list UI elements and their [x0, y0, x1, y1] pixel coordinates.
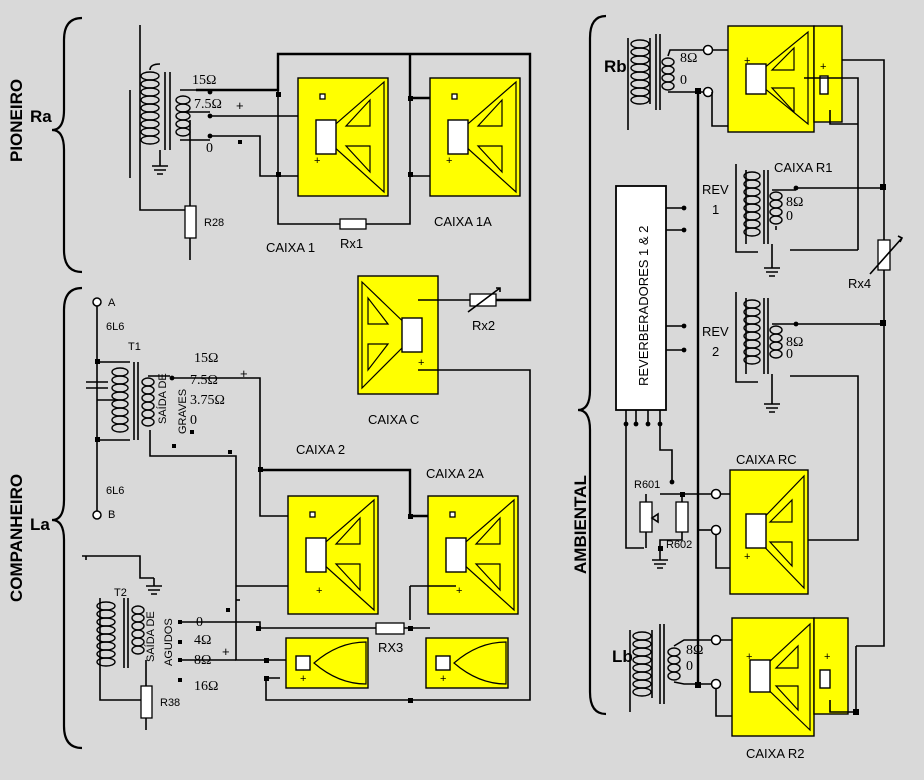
label-pioneiro: PIONEIRO: [7, 79, 26, 162]
plus-caixar1-tw: +: [820, 61, 826, 73]
label-reverb-box: REVERBERADORES 1 & 2: [636, 226, 651, 386]
tweeter-caixa2a: [425, 637, 509, 689]
label-rev2-n: 2: [712, 344, 719, 359]
tap-rev1-0: 0: [786, 209, 793, 224]
tap-t2-4: 4Ω: [194, 633, 211, 648]
transformer-rev1: [735, 164, 796, 277]
label-companheiro: COMPANHEIRO: [7, 474, 26, 602]
label-r602: R602: [666, 539, 692, 551]
plus-caixa1a: +: [446, 155, 452, 167]
label-a: A: [108, 297, 116, 309]
tap-rev2-0: 0: [786, 347, 793, 362]
label-caixac: CAIXA C: [368, 412, 419, 427]
label-tube-bottom: 6L6: [106, 485, 124, 497]
tap-rb-8: 8Ω: [680, 51, 697, 66]
speaker-caixar2: [731, 617, 849, 737]
label-r28: R28: [204, 217, 224, 229]
plus-ra: +: [236, 98, 244, 113]
resistor-rx4: [877, 239, 891, 271]
label-caixa2a: CAIXA 2A: [426, 466, 484, 481]
label-saida-agudos2: AGUDOS: [163, 618, 175, 666]
label-t2: T2: [114, 587, 127, 599]
label-rx2: Rx2: [472, 318, 495, 333]
label-lb: Lb: [612, 647, 633, 666]
plus-caixar2-tw: +: [824, 651, 830, 663]
label-caixa1a: CAIXA 1A: [434, 214, 492, 229]
tap-ra-0: 0: [206, 141, 213, 156]
label-rx3: RX3: [378, 640, 403, 655]
transformer-t1: [86, 297, 230, 520]
reverb-box: [615, 185, 667, 411]
transformer-t2: [82, 555, 162, 730]
plus-t2: +: [222, 644, 230, 659]
plus-caixar1: +: [744, 55, 750, 67]
brace-ambiental: [577, 14, 607, 716]
resistor-r601: [639, 501, 653, 533]
tap-lb-8: 8Ω: [686, 643, 703, 658]
label-saida-graves2: GRAVES: [177, 389, 189, 434]
tap-t1-15: 15Ω: [194, 351, 218, 366]
label-rev2: REV: [702, 324, 729, 339]
plus-caixac: +: [418, 357, 424, 369]
label-rev1-n: 1: [712, 202, 719, 217]
speaker-caixa1a: [429, 77, 521, 197]
plus-tweeter2: +: [300, 673, 306, 685]
label-saida-agudos: SAÍDA DE: [144, 611, 157, 662]
plus-caixa2: +: [316, 585, 322, 597]
speaker-caixac: [357, 275, 439, 395]
plus-caixa1: +: [314, 155, 320, 167]
tap-lb-0: 0: [686, 659, 693, 674]
label-caixarc: CAIXA RC: [736, 452, 797, 467]
label-r38: R38: [160, 697, 180, 709]
tap-t1-375: 3.75Ω: [190, 393, 225, 408]
transformer-ra: [129, 25, 210, 260]
plus-tweeter2a: +: [440, 673, 446, 685]
label-la: La: [30, 515, 50, 534]
tap-ra-75: 7.5Ω: [194, 97, 222, 112]
label-ambiental: AMBIENTAL: [571, 475, 590, 574]
speaker-caixa1: [297, 77, 389, 197]
label-rev1: REV: [702, 182, 729, 197]
tap-ra-15: 15Ω: [192, 73, 216, 88]
plus-caixarc: +: [744, 551, 750, 563]
transformer-rb: [627, 34, 704, 130]
label-caixar1: CAIXA R1: [774, 160, 833, 175]
brace-companheiro: [51, 286, 83, 750]
label-saida-graves: SAÍDA DE: [156, 373, 169, 424]
speaker-caixa2: [287, 495, 379, 615]
resistor-rx3: [375, 622, 405, 635]
label-r601: R601: [634, 479, 660, 491]
tap-rev1-8: 8Ω: [786, 195, 803, 210]
tap-t1-0: 0: [190, 413, 197, 428]
resistor-r602: [675, 501, 689, 533]
tweeter-caixa2: [285, 637, 369, 689]
label-caixar2: CAIXA R2: [746, 746, 805, 761]
speaker-caixa2a: [427, 495, 519, 615]
tap-t2-16: 16Ω: [194, 679, 218, 694]
plus-caixar2: +: [746, 651, 752, 663]
tap-rev2-8: 8Ω: [786, 335, 803, 350]
resistor-r38: [140, 685, 153, 719]
label-rx1: Rx1: [340, 236, 363, 251]
speaker-caixarc: [729, 469, 809, 595]
label-tube-top: 6L6: [106, 321, 124, 333]
label-b: B: [108, 509, 115, 521]
tap-t1-75: 7.5Ω: [190, 373, 218, 388]
speaker-caixar1: [727, 25, 843, 133]
resistor-r28: [184, 205, 197, 239]
plus-caixa2a: +: [456, 585, 462, 597]
transformer-rev2: [735, 292, 796, 413]
label-rx4: Rx4: [848, 276, 871, 291]
label-caixa1: CAIXA 1: [266, 240, 315, 255]
tap-rb-0: 0: [680, 73, 687, 88]
label-ra: Ra: [30, 107, 52, 126]
brace-pioneiro: [51, 16, 83, 274]
plus-t1: +: [240, 366, 248, 381]
resistor-rx1: [339, 218, 367, 230]
transformer-lb: [629, 624, 712, 712]
label-rb: Rb: [604, 57, 627, 76]
label-caixa2: CAIXA 2: [296, 442, 345, 457]
label-t1: T1: [128, 341, 141, 353]
